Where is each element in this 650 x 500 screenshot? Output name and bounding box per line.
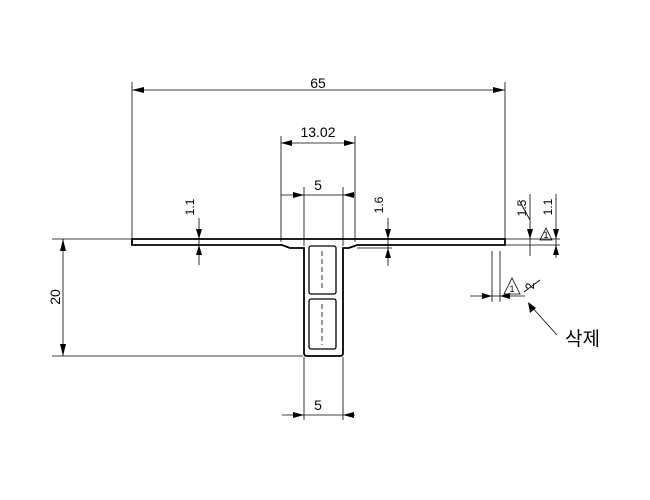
stem-width-top-label: 5 (314, 177, 322, 193)
deleted-detail: 1 2 (470, 251, 558, 336)
strike-line-a (518, 199, 531, 221)
right-thickness-b-label: 1.1 (541, 198, 555, 215)
revision-mark-top: 1 (543, 230, 548, 240)
flange-thickness-left-label: 1.1 (183, 198, 197, 215)
dimension-right-thickness: 1.5 1.1 1 (506, 194, 560, 258)
lower-chamber (308, 298, 337, 350)
note-deleted: 삭제 (565, 328, 600, 350)
dimension-flange-thickness-mid: 1.6 (357, 196, 392, 266)
top-span-label: 13.02 (300, 124, 335, 140)
flange-thickness-mid-label: 1.6 (372, 196, 386, 213)
dimension-flange-thickness-left: 1.1 (183, 198, 202, 265)
revision-triangle-bottom (503, 277, 521, 295)
strike-line-b (523, 279, 541, 293)
dimension-overall-width: 65 (131, 75, 506, 238)
deleted-detail-label: 2 (523, 282, 537, 289)
dimension-top-span: 13.02 (280, 124, 356, 242)
height-label: 20 (47, 289, 63, 305)
dimension-stem-width-bottom: 5 (282, 357, 355, 420)
stem-width-bottom-label: 5 (314, 397, 322, 413)
flange-outline (131, 238, 506, 357)
profile-outline (131, 238, 506, 357)
revision-triangle-top (539, 227, 553, 241)
dimension-stem-width-top: 5 (281, 177, 355, 246)
overall-width-label: 65 (310, 75, 326, 91)
dimension-height: 20 (47, 238, 303, 357)
revision-mark-bottom: 1 (509, 284, 514, 294)
note-leader (529, 304, 558, 336)
upper-chamber (308, 245, 337, 295)
